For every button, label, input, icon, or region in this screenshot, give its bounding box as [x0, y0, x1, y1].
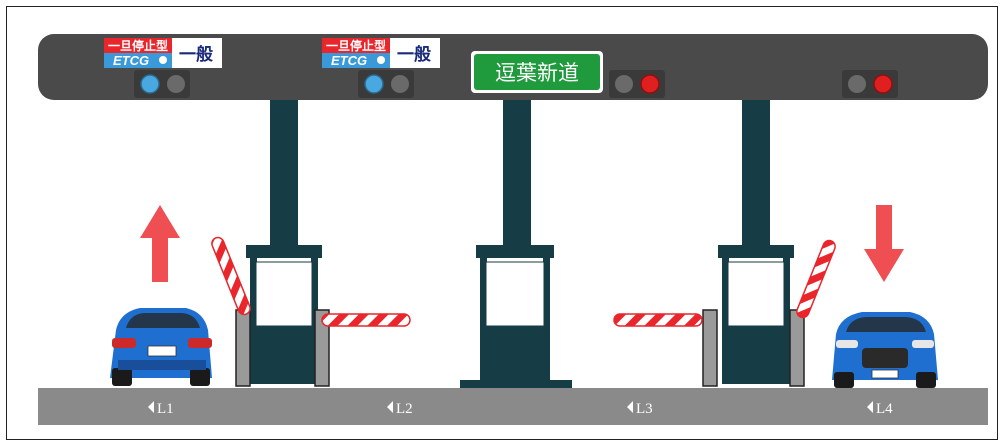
barrier-post-2: [314, 309, 330, 387]
sign-1-general-label: 一般: [179, 44, 213, 65]
barrier-arm-1-raised: [211, 236, 251, 316]
road: [38, 388, 988, 425]
car-rear-icon: [110, 308, 212, 386]
left-triangle-icon: [148, 401, 154, 413]
arrow-down-icon: [864, 205, 904, 282]
barrier-arm-2-closed: [321, 313, 411, 327]
sign-etc-lane-2: 一旦停止型 ETCG 一般: [322, 38, 440, 68]
toll-booth-3: [718, 245, 794, 384]
lane-label-4: L4: [867, 401, 893, 417]
signal-4-left-light: [848, 75, 866, 93]
pillar-3: [742, 100, 770, 250]
signal-4-right-light: [873, 74, 893, 94]
lane-label-1: L1: [148, 401, 174, 417]
signal-2-left-light: [364, 74, 384, 94]
pillar-1: [270, 100, 298, 250]
left-triangle-icon: [387, 401, 393, 413]
arrow-up-icon: [140, 205, 180, 282]
signal-3-right-light: [640, 74, 660, 94]
car-front-icon: [832, 312, 938, 388]
lane-1-label: L1: [157, 401, 174, 417]
signal-2-right-light: [391, 75, 409, 93]
barrier-post-4: [789, 309, 805, 387]
left-triangle-icon: [627, 401, 633, 413]
toll-booth-1: [246, 245, 322, 384]
signal-lane-1: [134, 70, 190, 98]
lane-label-2: L2: [387, 401, 413, 417]
sign-2-etc-label: ETCG: [331, 53, 367, 68]
sign-2-stop-label: 一旦停止型: [326, 38, 386, 53]
pillar-2: [503, 100, 531, 250]
station-name-sign: 逗葉新道: [471, 51, 603, 93]
station-name: 逗葉新道: [495, 61, 579, 85]
lane-2-label: L2: [396, 401, 413, 417]
sign-2-general-label: 一般: [397, 44, 431, 65]
barrier-arm-3-closed: [613, 313, 703, 327]
lane-4-label: L4: [876, 401, 893, 417]
barrier-arm-4-raised: [796, 239, 836, 319]
signal-lane-2: [358, 70, 414, 98]
signal-lane-4: [842, 70, 898, 98]
signal-lane-3: [609, 70, 665, 98]
left-triangle-icon: [867, 401, 873, 413]
signal-3-left-light: [615, 75, 633, 93]
sign-1-stop-label: 一旦停止型: [108, 38, 168, 53]
signal-1-left-light: [140, 74, 160, 94]
barrier-post-1: [235, 309, 251, 387]
toll-booth-2: [460, 245, 572, 388]
sign-etc-lane-1: 一旦停止型 ETCG 一般: [104, 38, 222, 68]
lane-label-3: L3: [627, 401, 653, 417]
barrier-post-3: [702, 309, 718, 387]
lane-3-label: L3: [636, 401, 653, 417]
sign-1-etc-label: ETCG: [113, 53, 149, 68]
signal-1-right-light: [167, 75, 185, 93]
